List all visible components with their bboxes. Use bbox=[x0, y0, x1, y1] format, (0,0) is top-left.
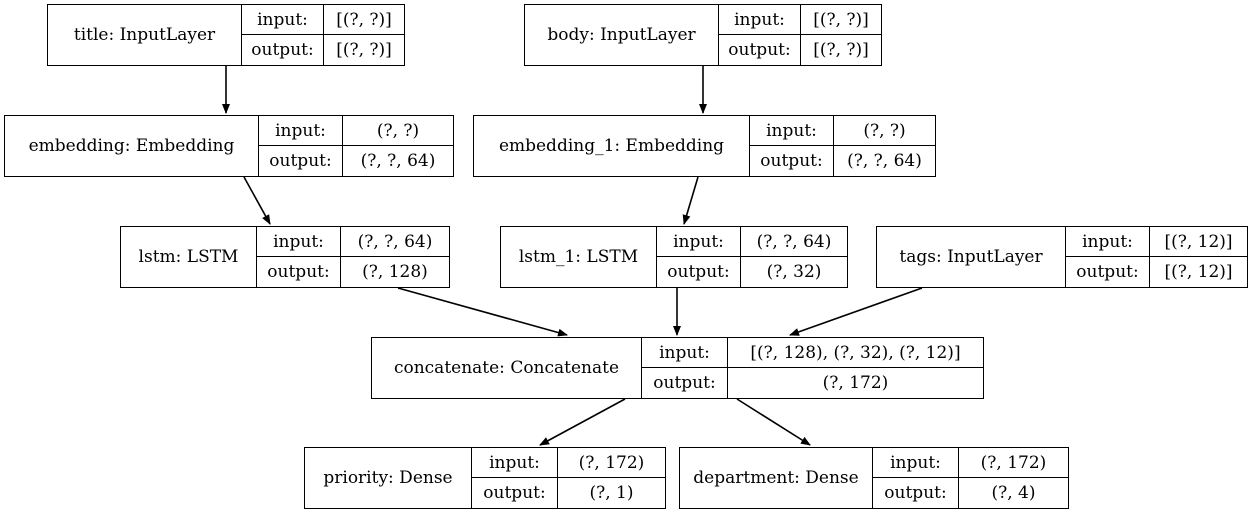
output-shape: [(?, ?)] bbox=[336, 40, 392, 60]
input-label: input: bbox=[472, 448, 558, 477]
output-shape: (?, 1) bbox=[589, 483, 634, 503]
input-shape: (?, ?, 64) bbox=[357, 231, 433, 252]
edge-tags-to-concatenate bbox=[789, 287, 923, 336]
io-table: input: (?, ?) output: (?, ?, 64) bbox=[749, 116, 935, 176]
input-shape: (?, ?) bbox=[376, 120, 420, 141]
node-lstm-1[interactable]: lstm_1: LSTM input: (?, ?, 64) output: (… bbox=[500, 226, 848, 288]
io-table: input: [(?, 128), (?, 32), (?, 12)] outp… bbox=[641, 338, 983, 398]
node-label: tags: InputLayer bbox=[899, 247, 1043, 267]
io-row-input: input: (?, ?, 64) bbox=[657, 227, 847, 257]
io-row-input: input: (?, 172) bbox=[873, 448, 1068, 478]
node-embedding[interactable]: embedding: Embedding input: (?, ?) outpu… bbox=[4, 115, 454, 177]
node-title[interactable]: title: InputLayer input: [(?, ?)] output… bbox=[47, 4, 405, 66]
io-row-input: input: [(?, ?)] bbox=[719, 5, 881, 35]
input-shape: [(?, 128), (?, 32), (?, 12)] bbox=[750, 342, 961, 363]
input-shape: [(?, 12)] bbox=[1164, 231, 1233, 252]
output-label: output: bbox=[242, 35, 324, 65]
node-label: title: InputLayer bbox=[73, 25, 216, 45]
output-label: output: bbox=[657, 257, 741, 287]
io-table: input: (?, ?, 64) output: (?, 128) bbox=[256, 227, 449, 287]
output-shape: [(?, 12)] bbox=[1164, 262, 1233, 282]
node-label: lstm_1: LSTM bbox=[518, 247, 639, 267]
edge-embedding-to-lstm bbox=[243, 176, 271, 225]
node-label: body: InputLayer bbox=[547, 25, 696, 45]
output-label: output: bbox=[472, 478, 558, 508]
io-row-output: output: [(?, ?)] bbox=[719, 35, 881, 65]
output-shape: (?, 172) bbox=[822, 373, 889, 393]
io-row-input: input: (?, ?, 64) bbox=[257, 227, 449, 257]
input-shape: (?, ?, 64) bbox=[756, 231, 832, 252]
node-tags[interactable]: tags: InputLayer input: [(?, 12)] output… bbox=[876, 226, 1248, 288]
io-table: input: (?, 172) output: (?, 4) bbox=[872, 448, 1068, 508]
edge-embedding_1-to-lstm_1 bbox=[682, 176, 699, 225]
input-label: input: bbox=[242, 5, 324, 34]
io-row-output: output: [(?, 12)] bbox=[1066, 257, 1247, 287]
output-label: output: bbox=[1066, 257, 1150, 287]
input-label: input: bbox=[257, 227, 341, 256]
io-row-input: input: [(?, ?)] bbox=[242, 5, 404, 35]
output-shape: (?, ?, 64) bbox=[847, 151, 922, 171]
io-row-input: input: (?, ?) bbox=[259, 116, 453, 146]
input-shape: (?, ?) bbox=[863, 120, 906, 141]
output-label: output: bbox=[642, 368, 728, 398]
io-table: input: (?, 172) output: (?, 1) bbox=[471, 448, 665, 508]
io-row-input: input: [(?, 128), (?, 32), (?, 12)] bbox=[642, 338, 983, 368]
output-label: output: bbox=[259, 146, 343, 176]
input-label: input: bbox=[1066, 227, 1150, 256]
io-table: input: [(?, 12)] output: [(?, 12)] bbox=[1065, 227, 1247, 287]
output-shape: (?, 128) bbox=[362, 262, 428, 282]
io-row-output: output: (?, 32) bbox=[657, 257, 847, 287]
node-priority[interactable]: priority: Dense input: (?, 172) output: … bbox=[304, 447, 666, 509]
input-label: input: bbox=[259, 116, 343, 145]
node-body[interactable]: body: InputLayer input: [(?, ?)] output:… bbox=[524, 4, 882, 66]
edge-concatenate-to-priority bbox=[539, 398, 626, 446]
output-shape: (?, 32) bbox=[766, 262, 822, 282]
io-row-output: output: (?, 172) bbox=[642, 368, 983, 398]
input-label: input: bbox=[642, 338, 728, 367]
output-label: output: bbox=[719, 35, 801, 65]
io-row-output: output: (?, ?, 64) bbox=[750, 146, 935, 176]
io-row-output: output: (?, 1) bbox=[472, 478, 665, 508]
io-row-input: input: (?, 172) bbox=[472, 448, 665, 478]
output-shape: (?, 4) bbox=[991, 483, 1036, 503]
io-row-output: output: (?, ?, 64) bbox=[259, 146, 453, 176]
edge-concatenate-to-department bbox=[736, 398, 811, 446]
node-lstm[interactable]: lstm: LSTM input: (?, ?, 64) output: (?,… bbox=[120, 226, 450, 288]
io-row-output: output: [(?, ?)] bbox=[242, 35, 404, 65]
node-label: concatenate: Concatenate bbox=[393, 358, 620, 378]
input-label: input: bbox=[873, 448, 959, 477]
node-department[interactable]: department: Dense input: (?, 172) output… bbox=[679, 447, 1069, 509]
node-label: priority: Dense bbox=[323, 468, 453, 488]
io-row-output: output: (?, 4) bbox=[873, 478, 1068, 508]
node-embedding-1[interactable]: embedding_1: Embedding input: (?, ?) out… bbox=[473, 115, 936, 177]
output-shape: [(?, ?)] bbox=[813, 40, 869, 60]
input-label: input: bbox=[750, 116, 834, 145]
io-table: input: [(?, ?)] output: [(?, ?)] bbox=[241, 5, 404, 65]
input-shape: [(?, ?)] bbox=[336, 9, 392, 30]
input-shape: (?, 172) bbox=[578, 452, 645, 473]
input-label: input: bbox=[657, 227, 741, 256]
node-label: department: Dense bbox=[693, 468, 859, 488]
output-label: output: bbox=[750, 146, 834, 176]
output-label: output: bbox=[873, 478, 959, 508]
node-label: embedding_1: Embedding bbox=[498, 136, 725, 156]
input-shape: (?, 172) bbox=[980, 452, 1047, 473]
input-label: input: bbox=[719, 5, 801, 34]
io-table: input: [(?, ?)] output: [(?, ?)] bbox=[718, 5, 881, 65]
node-label: lstm: LSTM bbox=[138, 247, 239, 267]
io-row-output: output: (?, 128) bbox=[257, 257, 449, 287]
output-shape: (?, ?, 64) bbox=[360, 151, 436, 171]
node-label: embedding: Embedding bbox=[28, 136, 235, 156]
io-row-input: input: (?, ?) bbox=[750, 116, 935, 146]
io-table: input: (?, ?, 64) output: (?, 32) bbox=[656, 227, 847, 287]
node-concatenate[interactable]: concatenate: Concatenate input: [(?, 128… bbox=[371, 337, 984, 399]
io-row-input: input: [(?, 12)] bbox=[1066, 227, 1247, 257]
io-table: input: (?, ?) output: (?, ?, 64) bbox=[258, 116, 453, 176]
edge-lstm-to-concatenate bbox=[397, 287, 568, 337]
output-label: output: bbox=[257, 257, 341, 287]
input-shape: [(?, ?)] bbox=[813, 9, 869, 30]
